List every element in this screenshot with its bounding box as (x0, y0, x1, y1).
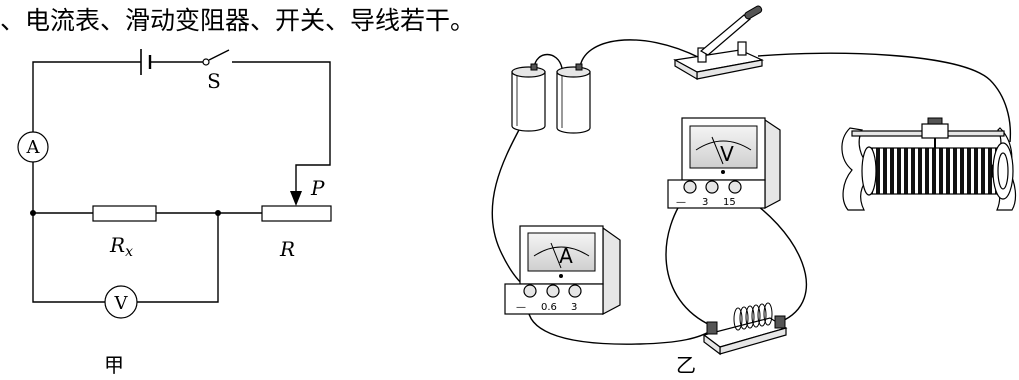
voltmeter-side (764, 118, 781, 209)
ammeter-label: A (26, 137, 41, 158)
battery-right (556, 63, 591, 134)
voltmeter-scale-arc (695, 140, 752, 151)
voltmeter-terminal-neg (683, 180, 697, 194)
ammeter-device-label: A (559, 244, 573, 268)
voltmeter-device: V — 3 15 (667, 117, 781, 209)
resistor-rx (92, 205, 157, 222)
coil-turn (745, 305, 755, 329)
ammeter-needle (550, 242, 562, 269)
coil-turn (757, 303, 767, 327)
voltmeter-terminal-label-3: 3 (702, 197, 708, 208)
rheostat-left-ring (861, 146, 877, 196)
battery-right-top (556, 66, 591, 78)
rx-label: Rx (109, 233, 133, 260)
wire-voltmeter-right (137, 213, 219, 303)
rheostat (841, 117, 1017, 211)
battery-left-body (511, 71, 546, 132)
coil-turn (751, 304, 761, 328)
ammeter-terminal-label-3: 3 (571, 302, 577, 313)
ammeter-scale-arc (533, 246, 590, 257)
ammeter-terminal-label-neg: — (516, 302, 526, 313)
switch-pivot-post (697, 47, 707, 63)
ammeter-device: A — 0.6 3 (504, 225, 621, 315)
ammeter-side (602, 226, 621, 315)
battery-left (511, 63, 546, 132)
coil-turn (763, 302, 773, 326)
coil-turn (733, 307, 743, 331)
ammeter-base (504, 283, 604, 315)
junction-node-right (215, 210, 221, 216)
battery-left-terminal (530, 63, 538, 71)
ammeter-terminal-3 (568, 284, 582, 298)
wire-battery-switch (579, 39, 701, 69)
rheostat-r (261, 205, 332, 222)
rheostat-slider-knob (927, 117, 943, 125)
voltmeter-terminal-label-15: 15 (723, 197, 736, 208)
voltmeter-zero-screw (721, 170, 725, 174)
header-text: 、电流表、滑动变阻器、开关、导线若干。 (0, 6, 475, 35)
coil-board-side (703, 333, 721, 356)
switch-blade (208, 49, 230, 61)
battery-left-top (511, 66, 546, 78)
wire-battery-link (533, 53, 563, 69)
switch-label: S (207, 69, 221, 93)
rx-label-main: R (109, 233, 125, 257)
voltmeter-terminal-3 (705, 180, 719, 194)
wire-battery-ammeter (491, 127, 531, 291)
rx-label-sub: x (125, 244, 133, 260)
ammeter-window (527, 232, 596, 272)
slider-arrow (290, 191, 302, 206)
wire-top-right (232, 61, 331, 192)
r-label: R (279, 237, 295, 261)
coil-turn (739, 306, 749, 330)
resistor-coil-board (702, 302, 788, 356)
switch-board-side (674, 58, 698, 81)
ammeter-terminal-label-0-6: 0.6 (541, 302, 557, 313)
ammeter-zero-screw (559, 274, 563, 278)
rheostat-left-stand (841, 127, 871, 211)
battery-right-terminal (575, 63, 583, 71)
junction-node-left (30, 210, 36, 216)
apparatus-drawing: V — 3 15 A — 0.6 3 (491, 5, 1017, 377)
rheostat-right-ring-inner (997, 152, 1009, 190)
apparatus-caption: 乙 (676, 353, 696, 377)
ammeter-terminal-0-6 (546, 284, 560, 298)
switch-handle (744, 5, 763, 20)
switch-clip-post (737, 41, 747, 56)
voltmeter-terminal-label-neg: — (676, 197, 686, 208)
knife-switch (673, 5, 764, 81)
voltmeter-needle (711, 136, 724, 165)
wire-voltmeter-coil-left (665, 189, 713, 327)
voltmeter-terminal-15 (728, 180, 742, 194)
wire-switch-rheostat (757, 52, 1012, 143)
voltmeter-label: V (114, 293, 129, 314)
voltmeter-device-label: V (720, 142, 734, 166)
wire-left-bottom (32, 162, 105, 303)
wire-top-left (32, 61, 141, 132)
ammeter-terminal-neg (523, 284, 537, 298)
circuit-schematic: A V S P Rx R 甲 (17, 49, 332, 377)
wire-ammeter-coil (527, 295, 713, 345)
slider-label: P (310, 176, 325, 200)
rheostat-coil (869, 147, 999, 195)
switch-contact (202, 58, 210, 66)
rheostat-slider (921, 123, 949, 139)
switch-blade (699, 14, 751, 56)
battery-right-body (556, 71, 591, 134)
coil-post-right (774, 315, 786, 329)
coil-spring (733, 302, 773, 331)
wire-voltmeter-coil-right (734, 189, 808, 323)
coil-post-left (706, 321, 718, 335)
schematic-caption: 甲 (104, 353, 124, 377)
